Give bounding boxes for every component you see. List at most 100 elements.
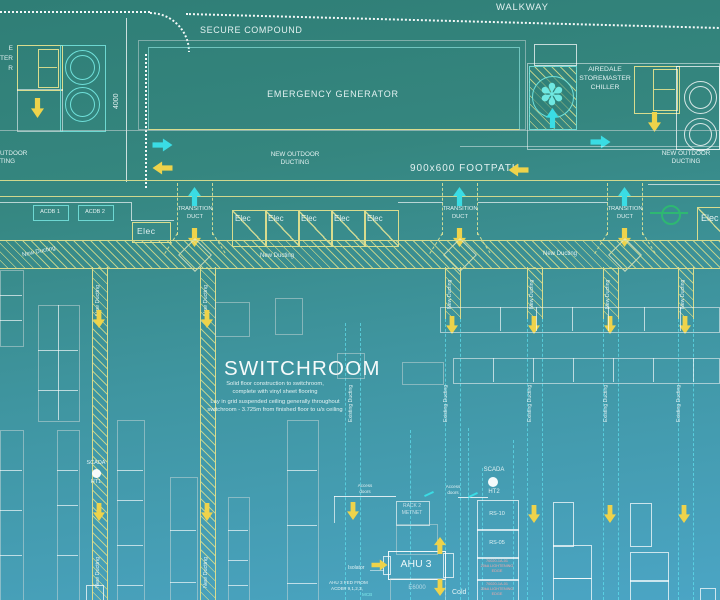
switchgear-column bbox=[170, 477, 198, 600]
equipment-box bbox=[553, 545, 592, 579]
new-outdoor-ducting-label: NEW OUTDOOR bbox=[270, 151, 320, 158]
fan-circle-inner bbox=[689, 123, 712, 146]
ahu-fed-note: AHU 3 FED FROM bbox=[329, 580, 368, 585]
panel-divider bbox=[533, 358, 534, 382]
switchgear-column bbox=[0, 270, 24, 347]
panel-divider bbox=[536, 307, 537, 331]
panel-inner-cell bbox=[653, 69, 678, 111]
e6000-label: E6000 bbox=[408, 585, 426, 591]
dimension-line bbox=[126, 18, 127, 182]
rack-label: METNET bbox=[401, 510, 423, 516]
elec-label: Elec bbox=[367, 214, 383, 223]
panel-divider bbox=[287, 583, 317, 584]
door-swing-tick bbox=[424, 490, 434, 498]
panel-divider bbox=[0, 295, 22, 296]
elec-label: Elec bbox=[334, 214, 350, 223]
rack-label: RACK 2 bbox=[402, 503, 422, 509]
scada-point-icon bbox=[92, 469, 101, 478]
panel-divider bbox=[117, 500, 143, 501]
panel-divider bbox=[170, 530, 196, 531]
panel-divider bbox=[117, 470, 143, 471]
building-wall-line bbox=[0, 130, 720, 131]
panel-divider bbox=[608, 307, 609, 331]
airflow-down-arrow bbox=[528, 505, 540, 523]
existing-duct-line bbox=[345, 323, 346, 600]
new-outdoor-ducting-fragment: UTDOOR bbox=[0, 150, 28, 157]
panel-divider bbox=[38, 390, 78, 391]
elec-label: Elec bbox=[268, 214, 284, 223]
existing-ducting-label: Existing Ducting bbox=[603, 384, 609, 422]
switchgear-column bbox=[0, 430, 24, 600]
compound-boundary-line bbox=[0, 11, 150, 13]
elec-label: Elec bbox=[701, 213, 719, 223]
existing-ducting-label: Existing Ducting bbox=[443, 384, 449, 422]
ahu-end-cap bbox=[443, 553, 454, 578]
equipment-box bbox=[630, 503, 652, 547]
ceiling-box bbox=[275, 298, 303, 335]
transition-duct-label: TRANSITION bbox=[607, 206, 643, 212]
transition-duct-side bbox=[642, 183, 643, 235]
transition-duct-label: DUCT bbox=[616, 214, 634, 220]
rs-box bbox=[477, 500, 519, 531]
scada-point-icon bbox=[488, 477, 498, 487]
room-wall-line bbox=[478, 202, 608, 203]
transition-duct-side bbox=[442, 183, 443, 235]
panel-row bbox=[440, 307, 720, 333]
existing-duct-line bbox=[410, 430, 411, 600]
generator-label: EMERGENCY GENERATOR bbox=[267, 89, 399, 99]
scada-label: SCADA bbox=[86, 460, 106, 466]
new-ducting-label: New Ducting bbox=[260, 253, 295, 259]
existing-duct-line bbox=[445, 319, 446, 600]
fan-circle bbox=[684, 118, 717, 151]
existing-duct-line bbox=[603, 319, 604, 600]
switchroom-title: SWITCHROOM bbox=[224, 357, 381, 380]
damper-symbol-line bbox=[650, 212, 688, 214]
panel-divider bbox=[613, 358, 614, 382]
fan-circle bbox=[65, 87, 100, 122]
unit-base-box bbox=[17, 89, 63, 132]
panel-divider bbox=[170, 582, 196, 583]
lightning-label: EDGE bbox=[491, 569, 503, 573]
chiller-label-fragment: R bbox=[8, 65, 13, 72]
room-wall-line bbox=[398, 202, 443, 203]
new-ducting-vertical bbox=[527, 267, 543, 319]
new-outdoor-ducting-fragment: TING bbox=[0, 158, 16, 165]
kerb-line bbox=[460, 146, 720, 147]
transition-duct-label: TRANSITION bbox=[177, 206, 213, 212]
switchroom-note: Solid floor construction to switchroom, bbox=[226, 381, 324, 387]
existing-duct-line bbox=[482, 468, 483, 600]
existing-duct-line bbox=[693, 319, 694, 600]
existing-duct-line bbox=[460, 319, 461, 600]
panel-divider bbox=[0, 510, 22, 511]
switchgear-column bbox=[38, 305, 80, 422]
existing-duct-line bbox=[678, 319, 679, 600]
lightning-label: 20kA LIGHTENING bbox=[480, 587, 514, 591]
elec-label: Elec bbox=[137, 226, 156, 236]
new-ducting-run bbox=[0, 240, 720, 269]
lightning-label: EDGE bbox=[491, 592, 503, 596]
new-outdoor-ducting-label: DUCTING bbox=[671, 158, 701, 165]
room-wall-line bbox=[0, 202, 131, 203]
equipment-box bbox=[396, 524, 438, 555]
new-ducting-vertical bbox=[445, 267, 461, 319]
panel-divider bbox=[58, 305, 59, 420]
panel-inner-cell bbox=[38, 49, 59, 88]
panel-divider bbox=[287, 525, 317, 526]
fan-circle bbox=[65, 50, 100, 85]
ahu-fed-note: ACDB# 9,1,2,3, bbox=[331, 586, 363, 591]
existing-duct-line bbox=[527, 319, 528, 600]
switchgear-column bbox=[57, 430, 80, 600]
panel-divider bbox=[228, 560, 248, 561]
panel-divider bbox=[654, 89, 675, 90]
transition-duct-side bbox=[212, 183, 213, 235]
existing-duct-line bbox=[513, 440, 514, 600]
transition-duct-side bbox=[177, 183, 178, 235]
panel-divider bbox=[228, 530, 248, 531]
panel-divider bbox=[493, 358, 494, 382]
elec-label: Elec bbox=[235, 214, 251, 223]
fan-circle bbox=[684, 81, 717, 114]
transition-duct-label: DUCT bbox=[451, 214, 469, 220]
panel-divider bbox=[644, 307, 645, 331]
chiller-label-fragment: E bbox=[8, 45, 13, 52]
access-doors-label: doors bbox=[447, 490, 459, 495]
